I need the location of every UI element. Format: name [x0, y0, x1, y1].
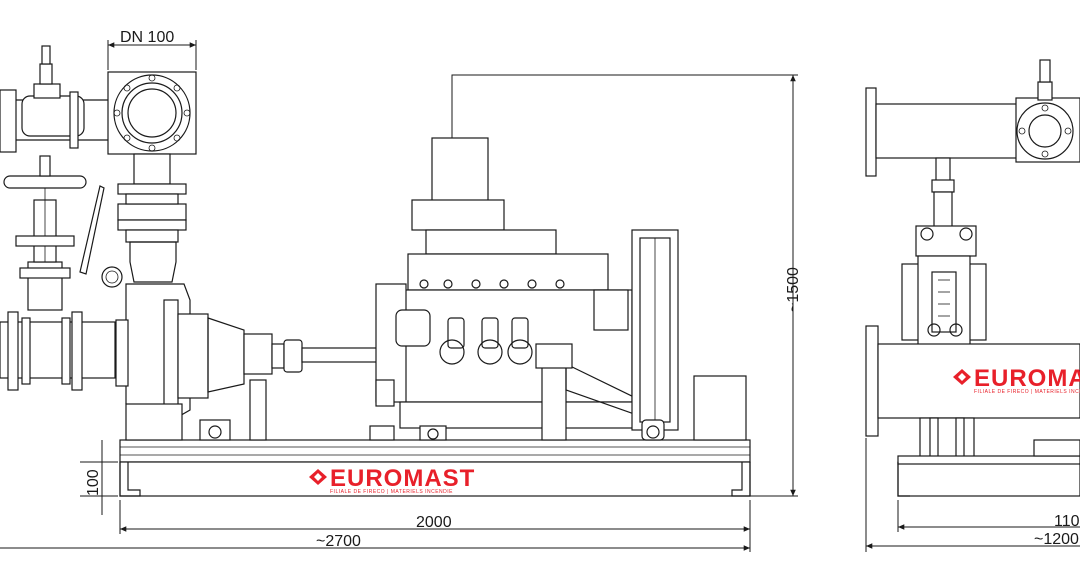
- dim-base-height-label: 100: [85, 469, 102, 496]
- gauge: [101, 266, 123, 288]
- front-view: EUROMAST FILIALE DE FIRECO | MATERIELS I…: [0, 29, 802, 552]
- side-discharge-pipe: [865, 59, 1080, 177]
- side-suction-header: [865, 325, 1080, 463]
- brand-logo-front: EUROMAST FILIALE DE FIRECO | MATERIELS I…: [309, 465, 475, 495]
- suction-valve: [0, 155, 116, 391]
- base-frame: [119, 439, 751, 497]
- brand-tagline: FILIALE DE FIRECO | MATERIELS INCENDIE: [330, 489, 453, 495]
- dim-height: ~1500: [451, 74, 802, 497]
- dim-side-width-inner-label: 110: [1054, 513, 1080, 530]
- dim-length-inner-label: 2000: [416, 514, 452, 531]
- battery-box: [693, 375, 747, 441]
- side-base: [897, 439, 1080, 497]
- dim-side-width-overall-label: ~1200: [1034, 531, 1079, 548]
- handle-lever: [79, 185, 105, 275]
- side-view: EUROMAST FILIALE DE FIRECO | MATERIELS I…: [865, 59, 1080, 552]
- radiator: [631, 229, 679, 441]
- pump-support: [199, 379, 267, 441]
- brand-tagline-side: FILIALE DE FIRECO | MATERIELS INCENDIE: [974, 389, 1080, 395]
- side-riser: [931, 157, 955, 229]
- dim-pipe-size-label: DN 100: [120, 29, 174, 46]
- dim-length-overall: ~2700: [0, 533, 751, 552]
- side-engine: [901, 225, 987, 347]
- brand-logo-side: EUROMAST FILIALE DE FIRECO | MATERIELS I…: [953, 365, 1080, 395]
- dim-pipe-size: DN 100: [107, 29, 197, 70]
- dim-length-overall-label: ~2700: [316, 533, 361, 550]
- dim-side-width-inner: 110: [897, 500, 1080, 532]
- dim-length-inner: 2000: [119, 500, 751, 534]
- dim-height-label: ~1500: [785, 267, 802, 312]
- diesel-engine: [369, 137, 641, 441]
- brand-name: EUROMAST: [330, 465, 475, 492]
- brand-name-side: EUROMAST: [974, 365, 1080, 392]
- dim-base-height: 100: [80, 440, 118, 515]
- dim-side-width-overall: ~1200: [865, 438, 1080, 552]
- discharge-flange: [107, 71, 197, 283]
- discharge-check-valve: [0, 45, 110, 153]
- pump-volute: [115, 283, 403, 441]
